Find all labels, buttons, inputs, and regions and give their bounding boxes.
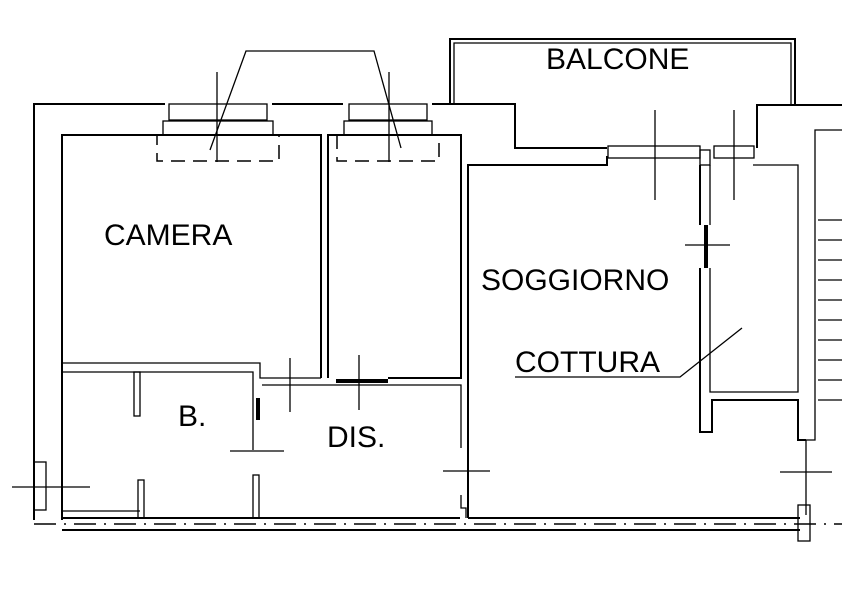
outer-walls (33, 103, 842, 531)
label-balcone: BALCONE (546, 43, 689, 76)
bathroom (62, 371, 460, 519)
second-room (327, 134, 462, 383)
room-labels: BALCONE CAMERA SOGGIORNO COTTURA B. DIS. (104, 43, 689, 454)
camera-room (61, 134, 322, 520)
label-cottura: COTTURA (515, 346, 660, 379)
label-bagno: B. (178, 400, 206, 433)
axis-markers (12, 50, 832, 488)
balcony (449, 38, 796, 104)
label-camera: CAMERA (104, 219, 232, 252)
label-soggiorno: SOGGIORNO (481, 264, 669, 297)
label-disimpegno: DIS. (327, 421, 385, 454)
stairs (805, 129, 842, 515)
cottura-room (709, 164, 799, 393)
disimpegno (262, 384, 467, 518)
soggiorno-room (467, 156, 806, 519)
windows (33, 103, 811, 542)
